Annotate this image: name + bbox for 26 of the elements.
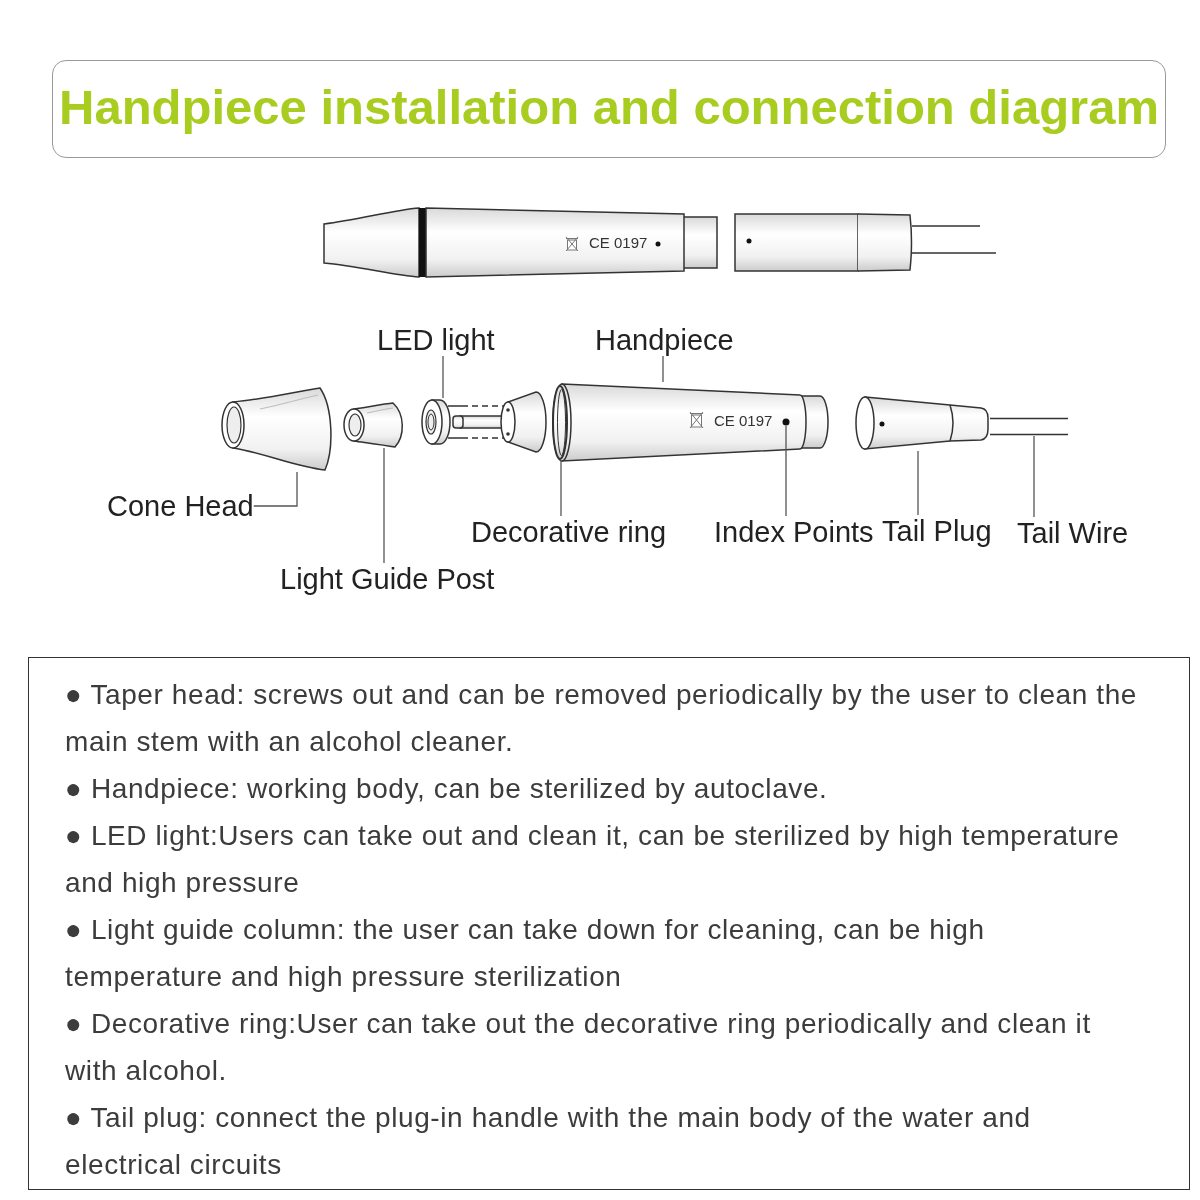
part-label: Cone Head	[107, 490, 254, 522]
bullet-text: ● Light guide column: the user can take down for cleaning, can be high temperature and high pressure sterilization	[65, 913, 986, 994]
bullet-text: ● LED light:Users can take out and clean it, can be sterilized by high temperature and high pressure	[65, 819, 1121, 900]
certification-mark: CE 0197	[589, 234, 648, 252]
part-label: LED light	[377, 324, 495, 356]
bullet-text: ● Decorative ring:User can take out the decorative ring periodically and clean it with alcohol.	[65, 1007, 1092, 1088]
part-label: Handpiece	[595, 324, 734, 356]
leader-line	[383, 447, 385, 564]
leader-line	[662, 355, 664, 383]
leader-line	[560, 459, 562, 517]
part-label: Tail Plug	[882, 515, 992, 547]
bullet-text: ● Handpiece: working body, can be sterilized by autoclave.	[65, 772, 829, 806]
part-label: Index Points	[714, 516, 874, 548]
leader-line	[253, 471, 298, 507]
leader-line	[785, 425, 787, 517]
part-label: Tail Wire	[1017, 517, 1129, 549]
notes-panel	[28, 657, 1190, 1190]
certification-mark: CE 0197	[714, 412, 773, 430]
leader-line	[917, 450, 919, 516]
part-label: Decorative ring	[471, 516, 667, 548]
bullet-text: ● Taper head: screws out and can be removed periodically by the user to clean the main stem with an alcohol cleaner.	[65, 678, 1139, 759]
leader-line	[442, 355, 444, 399]
bullet-text: ● Tail plug: connect the plug-in handle with the main body of the water and electrical circuits	[65, 1101, 1032, 1182]
part-label: Light Guide Post	[280, 563, 495, 595]
leader-line	[1033, 435, 1035, 518]
title: Handpiece installation and connection diagram	[52, 60, 1166, 158]
